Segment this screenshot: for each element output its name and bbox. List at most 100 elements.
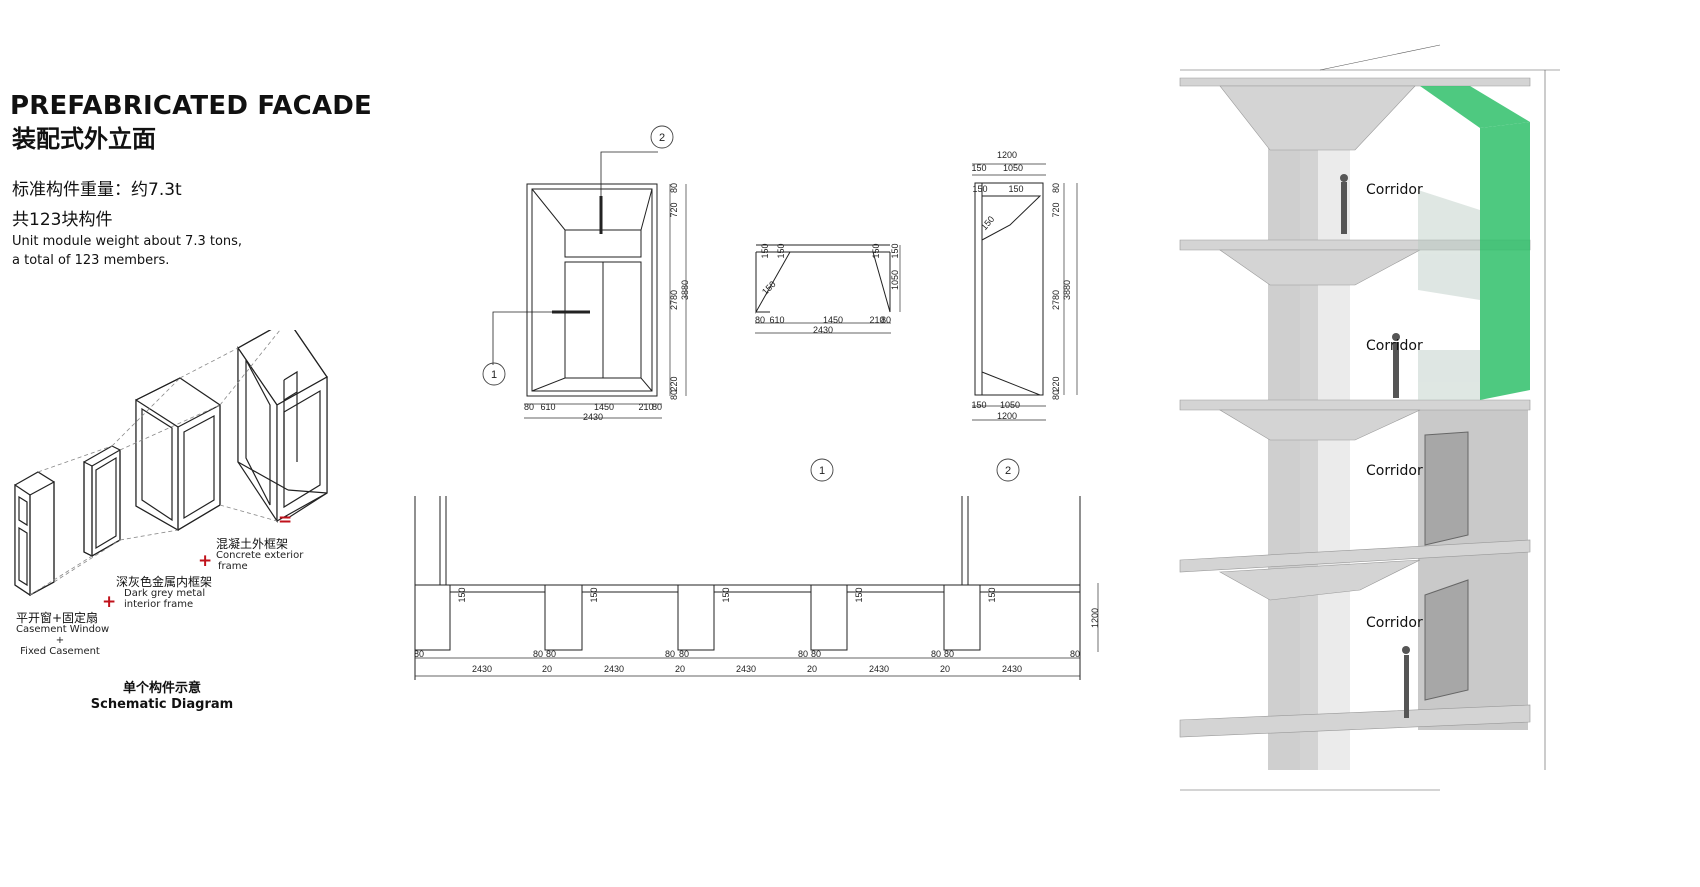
strip-joint-1: 80 [533,649,543,659]
label-concrete: 混凝土外框架 Concrete exterior frame [216,538,303,572]
strip-span-4: 2430 [1002,664,1022,674]
strip-joint-3: 80 [665,649,675,659]
section-dimensions [1180,44,1560,791]
weight-en: Unit module weight about 7.3 tons, a tot… [12,232,272,270]
strip-dim-t2: 150 [721,587,731,602]
strip-joint-9: 80 [1070,649,1080,659]
plan-dim-t3: 150 [890,243,900,258]
sec-dim-r0: 80 [1051,183,1061,193]
sec-dim-b2: 1200 [997,411,1017,421]
strip-joint-8: 80 [944,649,954,659]
sec-dim-b0: 150 [971,400,986,410]
sec-dim-b1: 1050 [1000,400,1020,410]
sec-dim-inner-l: 150 [972,184,987,194]
plan-dim-total: 2430 [813,325,833,335]
strip-gap-3: 20 [940,664,950,674]
plan-dim-t0: 150 [760,243,770,258]
label-concrete-cn: 混凝土外框架 [216,537,289,551]
plan-dim-depth: 1050 [890,270,900,290]
plan-dim-b0: 80 [755,315,765,325]
elev-dim-r4: 80 [669,390,679,400]
strip-joint-6: 80 [811,649,821,659]
sec-dim-t1: 150 [971,163,986,173]
elev-dim-b0: 80 [524,402,534,412]
front-elevation [492,151,658,397]
strip-gap-2: 20 [807,664,817,674]
plan-dim-t2: 150 [871,243,881,258]
strip-joint-2: 80 [546,649,556,659]
strip-joint-4: 80 [679,649,689,659]
glazing-pane [14,471,55,597]
section-view [974,182,1044,396]
elev-dim-r2: 2780 [669,290,679,310]
label-window-en3: Fixed Casement [20,646,100,657]
plan-dim-b1: 610 [769,315,784,325]
label-concrete-en2: frame [218,561,248,572]
plan-dim-b3: 210 [869,315,884,325]
dimension-lines [415,163,1099,677]
strip-span-3: 2430 [869,664,889,674]
elev-dim-total-h: 3880 [680,280,690,300]
schematic-en: Schematic Diagram [90,697,234,712]
floor-slabs [1179,77,1531,738]
strip-joint-7: 80 [931,649,941,659]
elev-dim-r1: 720 [669,202,679,217]
label-window-en2: + [55,635,65,646]
elev-dim-b1: 610 [540,402,555,412]
marker-2-top: 2 [659,132,665,144]
plan-view [755,244,891,314]
exploded-axonometric [14,330,328,597]
plus-sign-2: + [198,551,213,571]
plan-dim-t1: 150 [776,243,786,258]
label-metal-en1: Dark grey metal [124,588,206,599]
sec-dim-r2: 2780 [1051,290,1061,310]
glazing [1418,190,1480,400]
count-cn: 共123块构件 [12,210,113,230]
strip-span-2: 2430 [736,664,756,674]
strip-gap-0: 20 [542,664,552,674]
corridor-label-4: Corridor [1366,615,1423,631]
sec-dim-r4: 80 [1051,390,1061,400]
window-frame [83,445,121,558]
label-window-en1: Casement Window [16,624,110,635]
facade-strip-section [414,496,1081,680]
corridor-label-1: Corridor [1366,182,1423,198]
building-section-render [1179,44,1560,791]
elev-dim-r3: 220 [669,376,679,391]
elev-dim-r0: 80 [669,183,679,193]
sec-dim-total-h: 3880 [1062,280,1072,300]
strip-dim-t0: 150 [457,587,467,602]
page-title-cn: 装配式外立面 [12,125,156,153]
strip-joint-5: 80 [798,649,808,659]
plan-dim-corner: 150 [760,279,778,297]
marker-2-strip: 2 [1005,465,1011,477]
page-title: PREFABRICATED FACADE [10,91,373,121]
section-markers [482,125,1020,482]
weight-en-line1: Unit module weight about 7.3 tons, [12,234,243,249]
label-window: 平开窗+固定扇 Casement Window + Fixed Casement [16,611,110,657]
marker-1-left: 1 [491,369,497,381]
weight-cn: 标准构件重量：约7.3t [12,180,182,200]
human-figures [1340,174,1410,718]
label-metal-en2: interior frame [124,599,194,610]
label-concrete-en1: Concrete exterior [216,550,304,561]
corridor-label-3: Corridor [1366,463,1423,479]
sec-dim-inner-r: 150 [1008,184,1023,194]
sec-dim-t2: 1050 [1003,163,1023,173]
elev-dim-b4: 80 [652,402,662,412]
elev-dim-b2: 1450 [594,402,614,412]
equals-sign: = [278,510,293,530]
metal-frame [135,377,221,532]
strip-joint-0: 80 [414,649,424,659]
strip-gap-1: 20 [675,664,685,674]
strip-dim-t3: 150 [854,587,864,602]
label-metal: 深灰色金属内框架 Dark grey metal interior frame [116,576,212,610]
label-metal-cn: 深灰色金属内框架 [116,575,213,589]
strip-dim-t4: 150 [987,587,997,602]
concrete-frame [237,330,328,523]
lower-windows [1424,431,1469,701]
plus-sign-1: + [102,592,117,612]
corridor-label-2: Corridor [1366,338,1423,354]
label-window-cn: 平开窗+固定扇 [16,611,99,625]
marker-1-strip: 1 [819,465,825,477]
